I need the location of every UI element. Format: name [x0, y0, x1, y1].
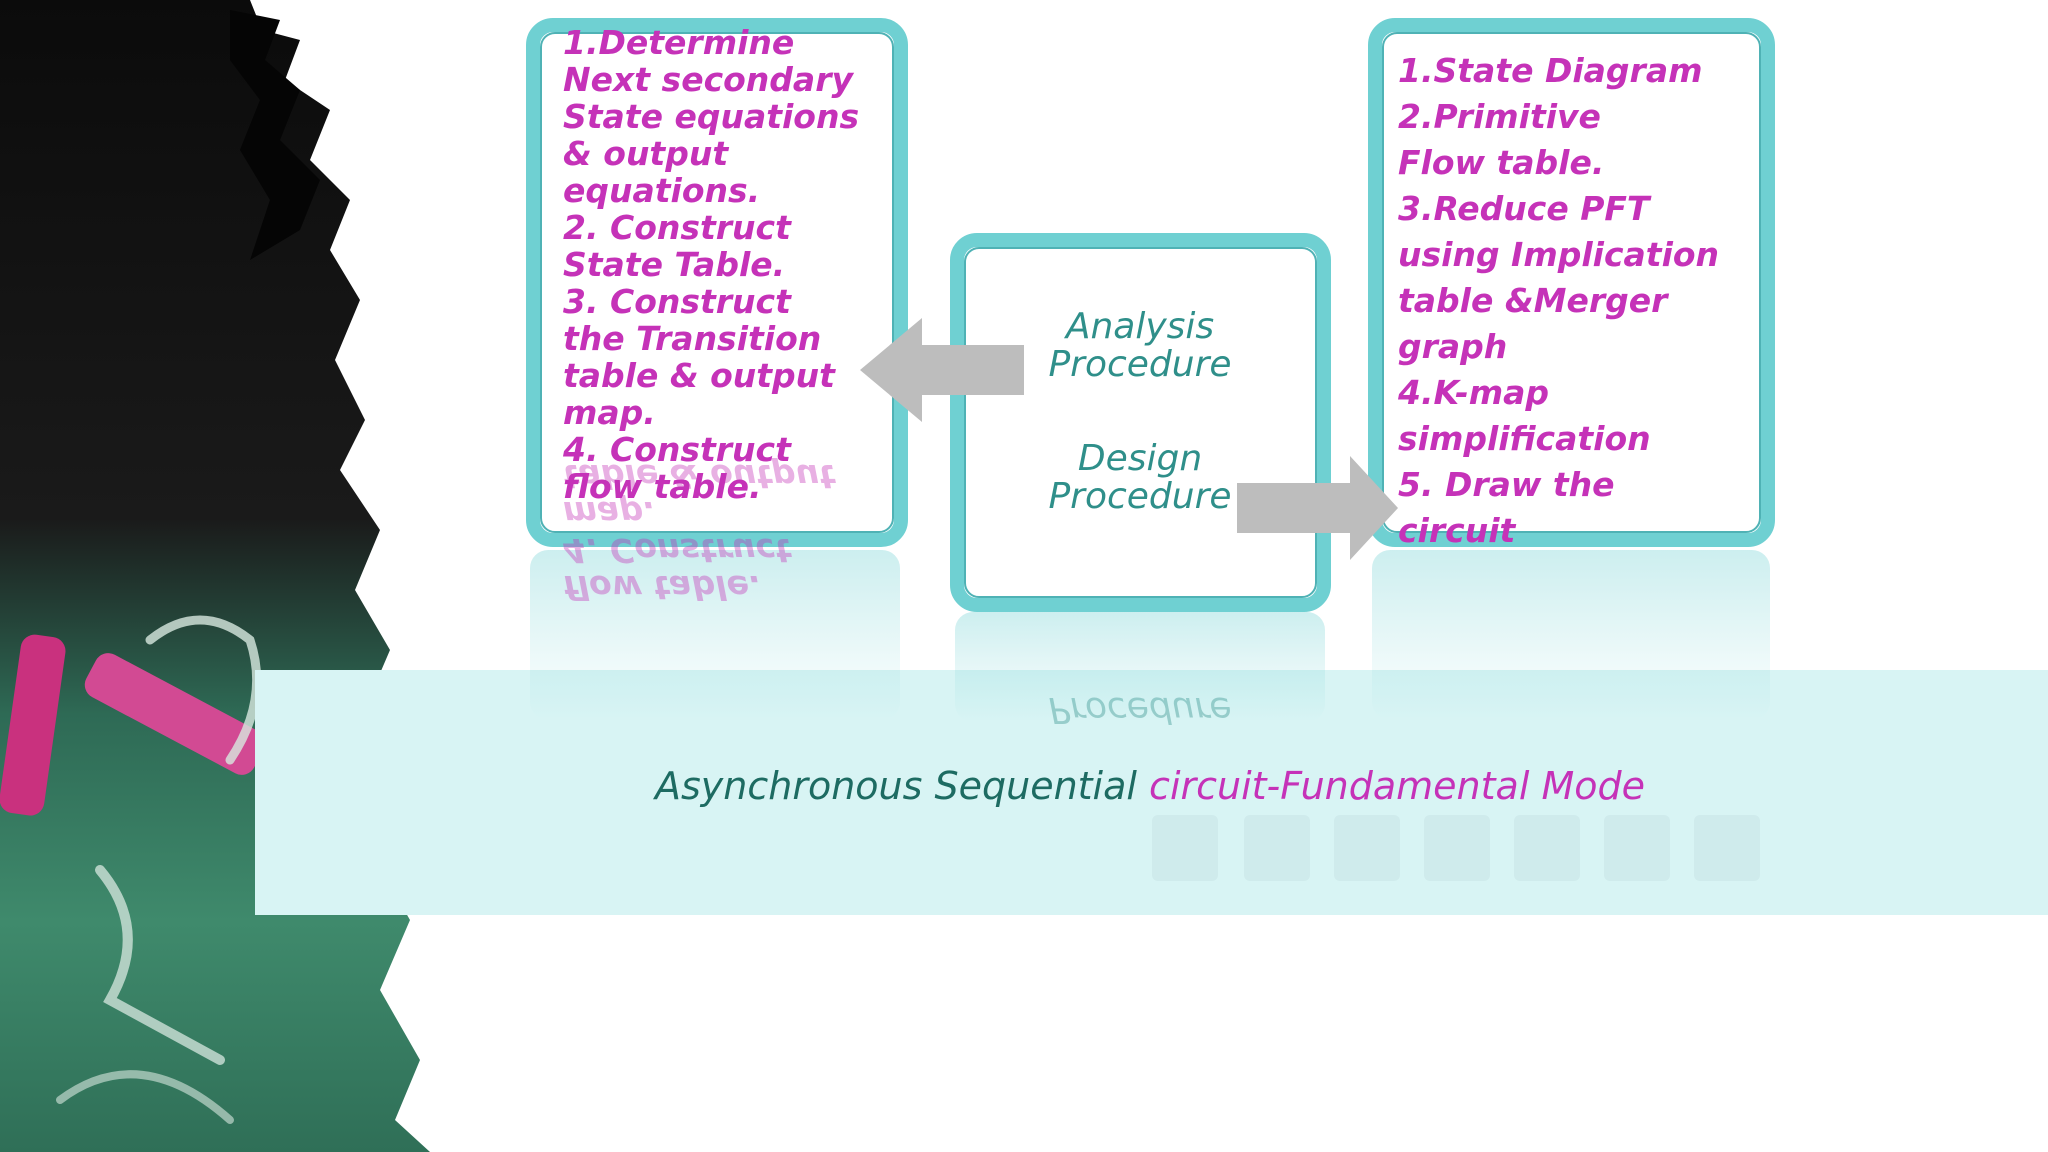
- title-part-1: Asynchronous Sequential: [654, 764, 1150, 808]
- procedure-card: [950, 233, 1331, 612]
- analysis-steps-text: 1.Determine Next secondary State equatio…: [563, 23, 860, 506]
- design-steps-text: 1.State Diagram 2.Primitive Flow table. …: [1398, 51, 1720, 550]
- left-arrow: [860, 318, 1024, 422]
- design-steps-card: [1368, 18, 1775, 547]
- chalk-stick: [0, 634, 266, 816]
- title-part-2: circuit-Fundamental Mode: [1149, 764, 1645, 808]
- card-reflections: [530, 550, 1770, 722]
- analysis-procedure-label: Analysis Procedure: [1048, 306, 1232, 385]
- slide-title: Asynchronous Sequential circuit-Fundamen…: [400, 764, 1900, 808]
- analysis-steps-card: [526, 18, 908, 547]
- decorative-squares: [1152, 815, 1760, 881]
- right-arrow: [1237, 456, 1398, 560]
- chalkboard-decoration: [0, 0, 430, 1152]
- procedure-reflection: Procedure: [1048, 689, 1232, 730]
- design-procedure-label: Design Procedure: [1048, 438, 1232, 517]
- analysis-steps-reflection: flow table. 4. Construct map. table & ou…: [563, 457, 835, 607]
